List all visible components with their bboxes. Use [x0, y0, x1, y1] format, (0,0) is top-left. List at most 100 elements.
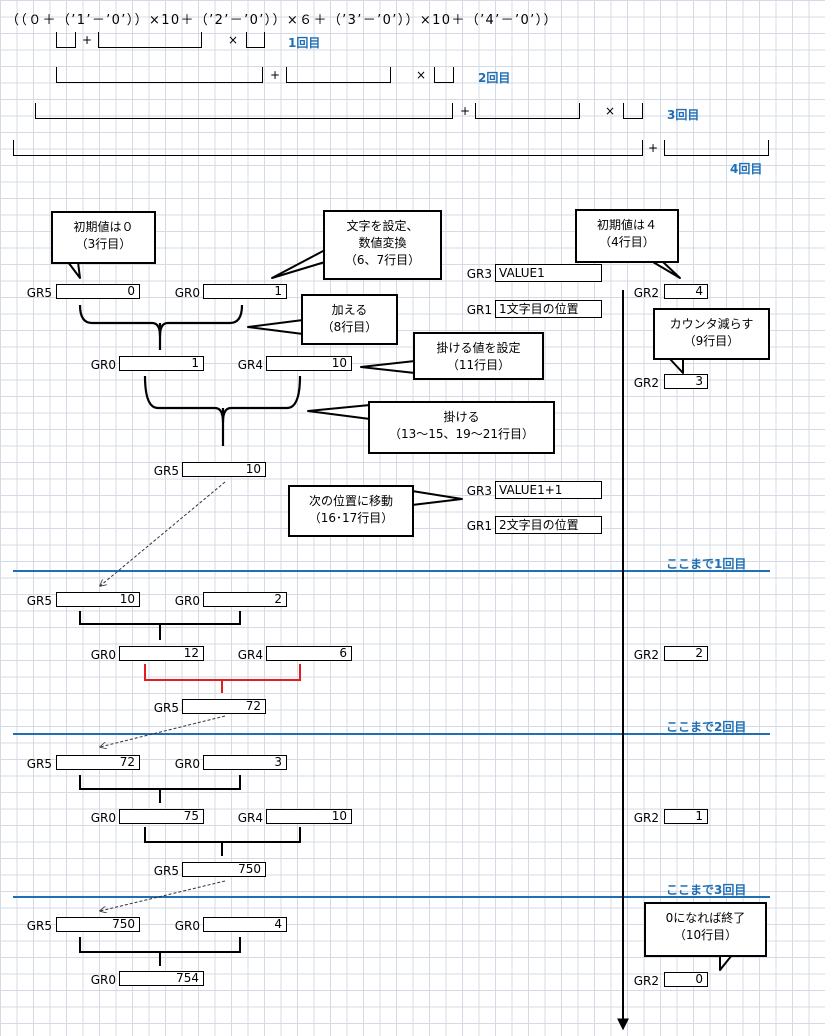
gr0-sum-value: 12: [119, 646, 204, 661]
section-divider: [13, 570, 770, 572]
blank-box: [98, 32, 202, 48]
register-label: GR0: [90, 811, 116, 825]
register-label: GR5: [26, 286, 52, 300]
bracket-multiply: [144, 827, 301, 856]
register-label: GR4: [237, 648, 263, 662]
carry-arrow: [100, 715, 226, 747]
register-label: GR4: [237, 358, 263, 372]
gr4-value: 6: [266, 646, 352, 661]
register-label: GR5: [26, 757, 52, 771]
register-label: GR5: [153, 701, 179, 715]
gr0-value: 3: [203, 755, 287, 770]
gr5-result-value: 72: [182, 699, 266, 714]
gr0-sum-value: 1: [119, 356, 204, 371]
callout-initial-gr5: 初期値は０（3行目）: [51, 211, 156, 264]
register-label: GR0: [174, 757, 200, 771]
callout-set-char: 文字を設定、数値変換（6、7行目）: [323, 210, 442, 280]
callout-add: 加える（8行目）: [301, 294, 398, 345]
callout-decrement: カウンタ減らす（9行目）: [653, 308, 770, 360]
gr3-pointer-value: VALUE1: [495, 264, 602, 282]
callout-end: 0になれば終了（10行目）: [644, 902, 767, 957]
register-label: GR1: [466, 519, 492, 533]
register-label: GR5: [153, 864, 179, 878]
gr4-value: 10: [266, 809, 352, 824]
plus-sign: +: [82, 33, 93, 47]
plus-sign: +: [460, 104, 471, 118]
blank-box: [246, 32, 265, 48]
callout-tail: [719, 954, 733, 971]
callout-initial-gr2: 初期値は４（4行目）: [575, 209, 679, 263]
register-label: GR0: [90, 648, 116, 662]
callout-tail: [247, 319, 304, 335]
register-label: GR0: [90, 358, 116, 372]
register-label: GR0: [174, 919, 200, 933]
register-label: GR2: [633, 648, 659, 662]
callout-move-next: 次の位置に移動（16･17行目）: [288, 485, 414, 537]
section-label-3: ここまで3回目: [666, 883, 747, 897]
callout-tail: [307, 404, 371, 420]
gr2-counter-value: 2: [664, 646, 708, 661]
bracket-add: [79, 611, 241, 640]
register-label: GR2: [633, 811, 659, 825]
blank-box: [56, 32, 76, 48]
round-label-2: 2回目: [478, 71, 511, 85]
register-label: GR5: [26, 919, 52, 933]
gr5-result-value: 10: [182, 462, 266, 477]
blank-box: [13, 140, 643, 156]
section-label-1: ここまで1回目: [666, 557, 747, 571]
blank-box: [623, 103, 643, 119]
register-label: GR0: [174, 286, 200, 300]
gr2-counter-value: 4: [664, 284, 708, 299]
gr5-value: 72: [56, 755, 140, 770]
callout-tail: [360, 360, 416, 374]
register-label: GR3: [466, 484, 492, 498]
blank-box: [35, 103, 453, 119]
gr5-value: 10: [56, 592, 140, 607]
formula: （（０＋（’1’－’0’））×10＋（’2’－’0’））×６＋（’3’－’0’）…: [6, 13, 558, 28]
gr2-counter-value: 0: [664, 972, 708, 987]
register-label: GR3: [466, 267, 492, 281]
gr4-value: 10: [266, 356, 352, 371]
section-label-2: ここまで2回目: [666, 720, 747, 734]
callout-tail: [271, 249, 326, 279]
plus-sign: +: [270, 68, 281, 82]
gr0-value: 2: [203, 592, 287, 607]
gr5-value: 0: [56, 284, 140, 299]
register-label: GR2: [633, 376, 659, 390]
blank-box: [475, 103, 580, 119]
gr5-result-value: 750: [182, 862, 266, 877]
round-label-4: 4回目: [730, 162, 763, 176]
bracket-multiply-red: [144, 664, 301, 693]
carry-arrow: [100, 481, 226, 586]
callout-tail: [67, 261, 81, 279]
gr2-counter-value: 1: [664, 809, 708, 824]
register-label: GR2: [633, 974, 659, 988]
register-label: GR1: [466, 303, 492, 317]
carry-arrow: [100, 880, 226, 911]
callout-multiply: 掛ける（13～15、19～21行目）: [368, 401, 555, 454]
register-label: GR0: [90, 973, 116, 987]
bracket-add: [79, 775, 241, 803]
register-label: GR0: [174, 594, 200, 608]
plus-sign: +: [648, 141, 659, 155]
times-sign: ×: [228, 33, 239, 47]
gr0-sum-value: 75: [119, 809, 204, 824]
section-divider: [13, 733, 770, 735]
bracket-add: [79, 937, 241, 966]
gr1-pointer-value: 1文字目の位置: [495, 300, 602, 318]
callout-set-multiplier: 掛ける値を設定（11行目）: [413, 332, 544, 380]
register-label: GR5: [26, 594, 52, 608]
gr1-pointer-value: 2文字目の位置: [495, 516, 602, 534]
register-label: GR2: [633, 286, 659, 300]
gr2-counter-value: 3: [664, 374, 708, 389]
blank-box: [286, 67, 391, 83]
gr5-value: 750: [56, 917, 140, 932]
round-label-3: 3回目: [667, 108, 700, 122]
blank-box: [434, 67, 454, 83]
times-sign: ×: [605, 104, 616, 118]
section-divider: [13, 896, 770, 898]
gr0-value: 4: [203, 917, 287, 932]
register-label: GR5: [153, 464, 179, 478]
